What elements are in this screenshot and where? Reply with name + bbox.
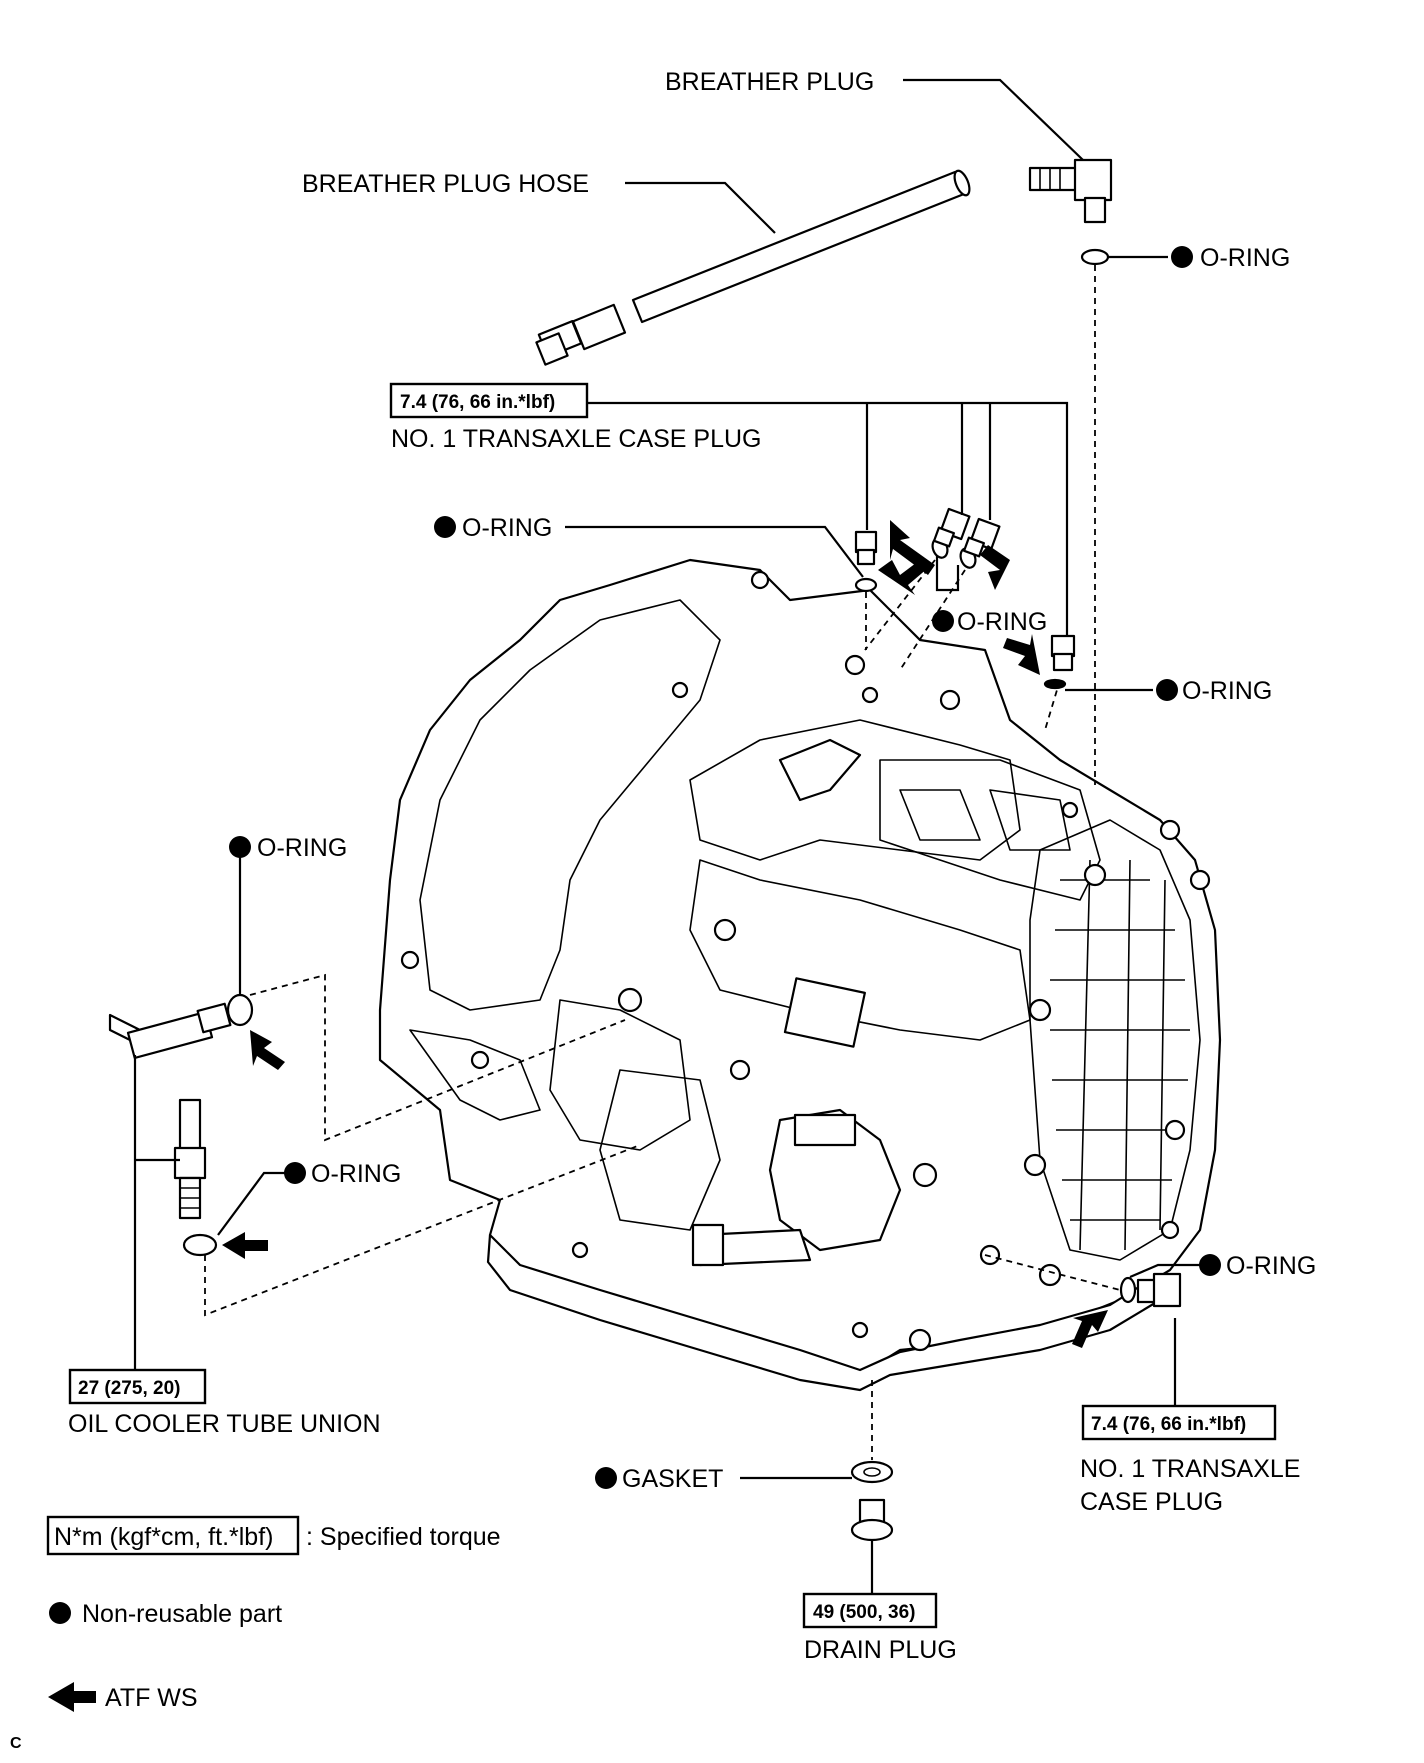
atf-arrow-icon bbox=[980, 545, 1015, 590]
breather-plug bbox=[1028, 158, 1113, 224]
label-case-plug-right-1: NO. 1 TRANSAXLE bbox=[1080, 1455, 1300, 1483]
label-gasket: GASKET bbox=[622, 1465, 723, 1493]
transaxle-case-plug-right bbox=[1136, 1272, 1182, 1308]
label-oil-cooler-tube-union: OIL COOLER TUBE UNION bbox=[68, 1410, 381, 1438]
torque-case-plug-top: 7.4 (76, 66 in.*lbf) bbox=[400, 392, 555, 413]
label-case-plug-right-2: CASE PLUG bbox=[1080, 1488, 1223, 1516]
atf-arrows bbox=[222, 520, 1108, 1348]
corner-mark: C bbox=[10, 1735, 22, 1752]
atf-arrow-icon bbox=[222, 1232, 268, 1259]
non-reusable-dot-icon bbox=[434, 516, 456, 538]
non-reusable-dot-icon bbox=[1156, 679, 1178, 701]
breather-plug-hose bbox=[535, 169, 971, 366]
atf-arrow-icon bbox=[1072, 1310, 1108, 1348]
o-ring-cooler-upper bbox=[226, 993, 254, 1027]
oil-cooler-tube-unions bbox=[108, 1002, 232, 1220]
o-ring-plug-4 bbox=[1043, 678, 1067, 690]
leader-lines bbox=[133, 78, 1200, 1600]
atf-arrow-icon bbox=[1003, 634, 1040, 675]
non-reusable-dot-icon bbox=[229, 836, 251, 858]
legend-atf-text: ATF WS bbox=[105, 1684, 198, 1712]
part-labels: BREATHER PLUG BREATHER PLUG HOSE O-RING … bbox=[68, 68, 1316, 1664]
atf-arrow-icon bbox=[890, 520, 935, 575]
legend-torque-text: : Specified torque bbox=[306, 1523, 501, 1551]
label-o-ring-right-top: O-RING bbox=[1182, 677, 1272, 705]
transaxle-assembly bbox=[378, 558, 1222, 1392]
o-ring-plug-1 bbox=[854, 577, 878, 593]
torque-specs: 7.4 (76, 66 in.*lbf) 27 (275, 20) 7.4 (7… bbox=[68, 382, 1277, 1629]
label-o-ring-cooler-lower: O-RING bbox=[311, 1160, 401, 1188]
torque-case-plug-right: 7.4 (76, 66 in.*lbf) bbox=[1091, 1414, 1246, 1435]
o-ring-cooler-lower bbox=[182, 1233, 218, 1257]
o-ring-breather bbox=[1080, 248, 1110, 266]
atf-arrow-icon bbox=[878, 560, 928, 595]
housing-bolts bbox=[400, 570, 1211, 1352]
label-o-ring-right-plug: O-RING bbox=[1226, 1252, 1316, 1280]
non-reusable-markers bbox=[49, 246, 1221, 1624]
legend-non-reusable-text: Non-reusable part bbox=[82, 1600, 282, 1628]
label-case-plug-top: NO. 1 TRANSAXLE CASE PLUG bbox=[391, 425, 762, 453]
o-ring-right-plug bbox=[1119, 1276, 1137, 1304]
drain-plug-assembly bbox=[850, 1460, 894, 1542]
legend-torque-box-text: N*m (kgf*cm, ft.*lbf) bbox=[54, 1523, 273, 1551]
non-reusable-dot-icon bbox=[1171, 246, 1193, 268]
alignment-lines bbox=[204, 265, 1121, 1460]
gasket bbox=[850, 1460, 894, 1484]
atf-arrow-icon bbox=[250, 1030, 285, 1070]
label-o-ring-breather: O-RING bbox=[1200, 244, 1290, 272]
non-reusable-dot-icon bbox=[284, 1162, 306, 1184]
non-reusable-dot-icon bbox=[932, 610, 954, 632]
torque-oil-cooler-union: 27 (275, 20) bbox=[78, 1378, 180, 1399]
non-reusable-dot-icon bbox=[1199, 1254, 1221, 1276]
label-o-ring-left-top: O-RING bbox=[462, 514, 552, 542]
legend: N*m (kgf*cm, ft.*lbf) : Specified torque… bbox=[46, 1515, 501, 1712]
transaxle-case-plugs-top bbox=[854, 507, 1076, 672]
legend-dot-icon bbox=[49, 1602, 71, 1624]
non-reusable-dot-icon bbox=[595, 1467, 617, 1489]
torque-drain-plug: 49 (500, 36) bbox=[813, 1602, 915, 1623]
legend-atf-arrow-icon bbox=[48, 1682, 96, 1712]
label-o-ring-cooler-upper: O-RING bbox=[257, 834, 347, 862]
label-breather-plug-hose: BREATHER PLUG HOSE bbox=[302, 170, 589, 198]
label-breather-plug: BREATHER PLUG bbox=[665, 68, 874, 96]
label-drain-plug: DRAIN PLUG bbox=[804, 1636, 957, 1664]
label-o-ring-middle: O-RING bbox=[957, 608, 1047, 636]
